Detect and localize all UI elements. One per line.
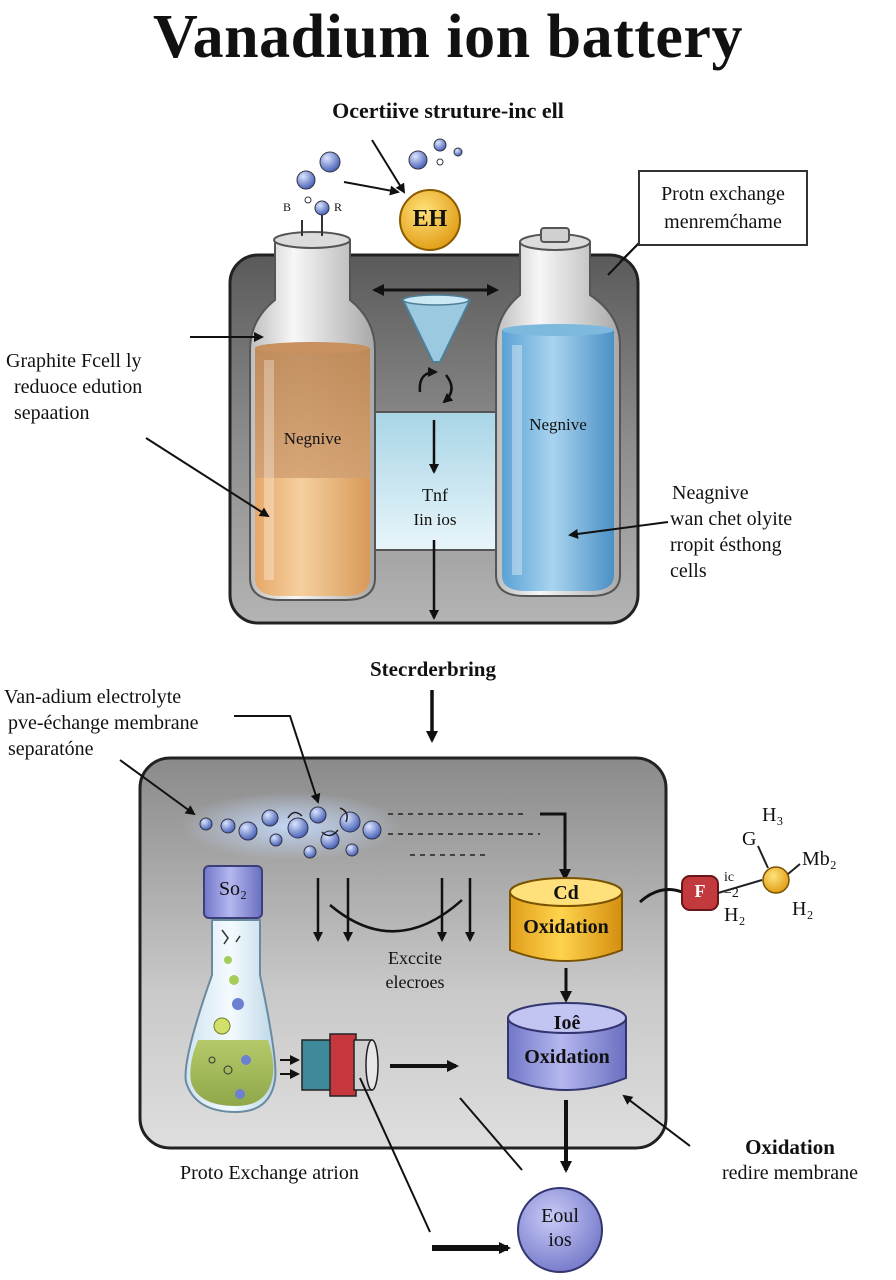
molecule-f-label: F [694, 881, 706, 901]
oxidation-membrane-note: Oxidation redire membrane [690, 1134, 890, 1186]
membrane-label-line1: Tnf [422, 485, 448, 505]
van-note-line1: Van-adium electrolyte [4, 686, 182, 708]
sphere-line1: Eoul [541, 1205, 579, 1227]
proto-exchange-label: Proto Exchange atrion [180, 1162, 359, 1184]
purple-oxidation-cylinder [507, 1002, 627, 1091]
oxid-note-line2: redire membrane [721, 1162, 859, 1184]
left-tank [249, 231, 376, 601]
membrane-label-line2: Iin ios [413, 510, 457, 529]
molecule-mb2: Mb₂ [802, 848, 837, 870]
molecule-h2-left: H₂ [724, 904, 746, 926]
purple-cyl-line1: Ioê [553, 1012, 581, 1034]
gold-cyl-line2: Oxidation [523, 916, 609, 938]
excite-line2: elecroes [385, 972, 445, 992]
exchange-membrane-cylinder [301, 1033, 379, 1097]
flask [184, 865, 277, 1114]
molecule-h2-right: H₂ [792, 898, 814, 920]
proton-exchange-callout: Protn exchange menremćhame [638, 170, 808, 246]
neg-note-line1: Neagnive [672, 482, 749, 504]
callout-line2: menremćhame [664, 211, 782, 233]
molecule-ic: ic [724, 870, 735, 885]
gas-bubbles [296, 138, 463, 216]
gold-cylinder-label: Cd Oxidation [510, 880, 622, 940]
ion-sphere [517, 1187, 603, 1273]
label-b: B [283, 200, 292, 214]
left-tank-label: Negnive [283, 429, 342, 448]
graphite-felt-note: Graphite Fcell ly reduoce edution sepaat… [6, 348, 226, 426]
page-title: Vanadium ion battery [153, 3, 743, 71]
purple-cyl-line2: Oxidation [524, 1046, 610, 1068]
negative-electrolyte-note: Neagnive wan chet olyite rropit ésthong… [670, 480, 880, 584]
right-tank-label: Negnive [529, 415, 587, 434]
excite-line1: Exccite [388, 948, 442, 968]
connector-label: Stecrderbring [370, 657, 496, 681]
molecule-h3: H₃ [762, 804, 784, 826]
gold-cyl-line1: Cd [553, 882, 579, 904]
label-r: R [334, 200, 343, 214]
molecule-cluster [199, 806, 382, 859]
neg-note-line3: rropit ésthong [670, 534, 782, 556]
gold-oxidation-cylinder [509, 877, 623, 962]
molecule-diagram [638, 845, 801, 911]
reaction-traces [388, 813, 540, 856]
eh-badge-circle [399, 189, 461, 251]
molecule-minus2: −2 [724, 886, 739, 901]
neg-note-line4: cells [670, 560, 707, 582]
oxid-note-line1: Oxidation [745, 1135, 835, 1159]
diagram-subtitle: Ocertiive struture-inc ell [332, 98, 564, 123]
graphite-note-line2: reduoce edution [14, 376, 143, 398]
molecule-g: G [742, 828, 757, 850]
van-note-line2: pve-échange membrane [8, 712, 199, 734]
callout-line1: Protn exchange [661, 183, 785, 205]
graphite-note-line3: sepaation [14, 402, 90, 424]
purple-cylinder-label: Ioê Oxidation [508, 1010, 626, 1070]
flask-cap-label: So₂ [218, 878, 248, 900]
vanadium-electrolyte-note: Van-adium electrolyte pve-échange membr… [4, 684, 254, 762]
ion-sphere-label: Eoul ios [518, 1204, 602, 1252]
neg-note-line2: wan chet olyite [670, 508, 793, 530]
right-tank [495, 227, 621, 597]
eh-badge-label: EH [412, 206, 448, 232]
excite-electrons-label: Exccite elecroes [360, 946, 470, 994]
van-note-line3: separatóne [8, 738, 94, 760]
graphite-note-line1: Graphite Fcell ly [6, 350, 142, 372]
sphere-line2: ios [548, 1229, 572, 1251]
